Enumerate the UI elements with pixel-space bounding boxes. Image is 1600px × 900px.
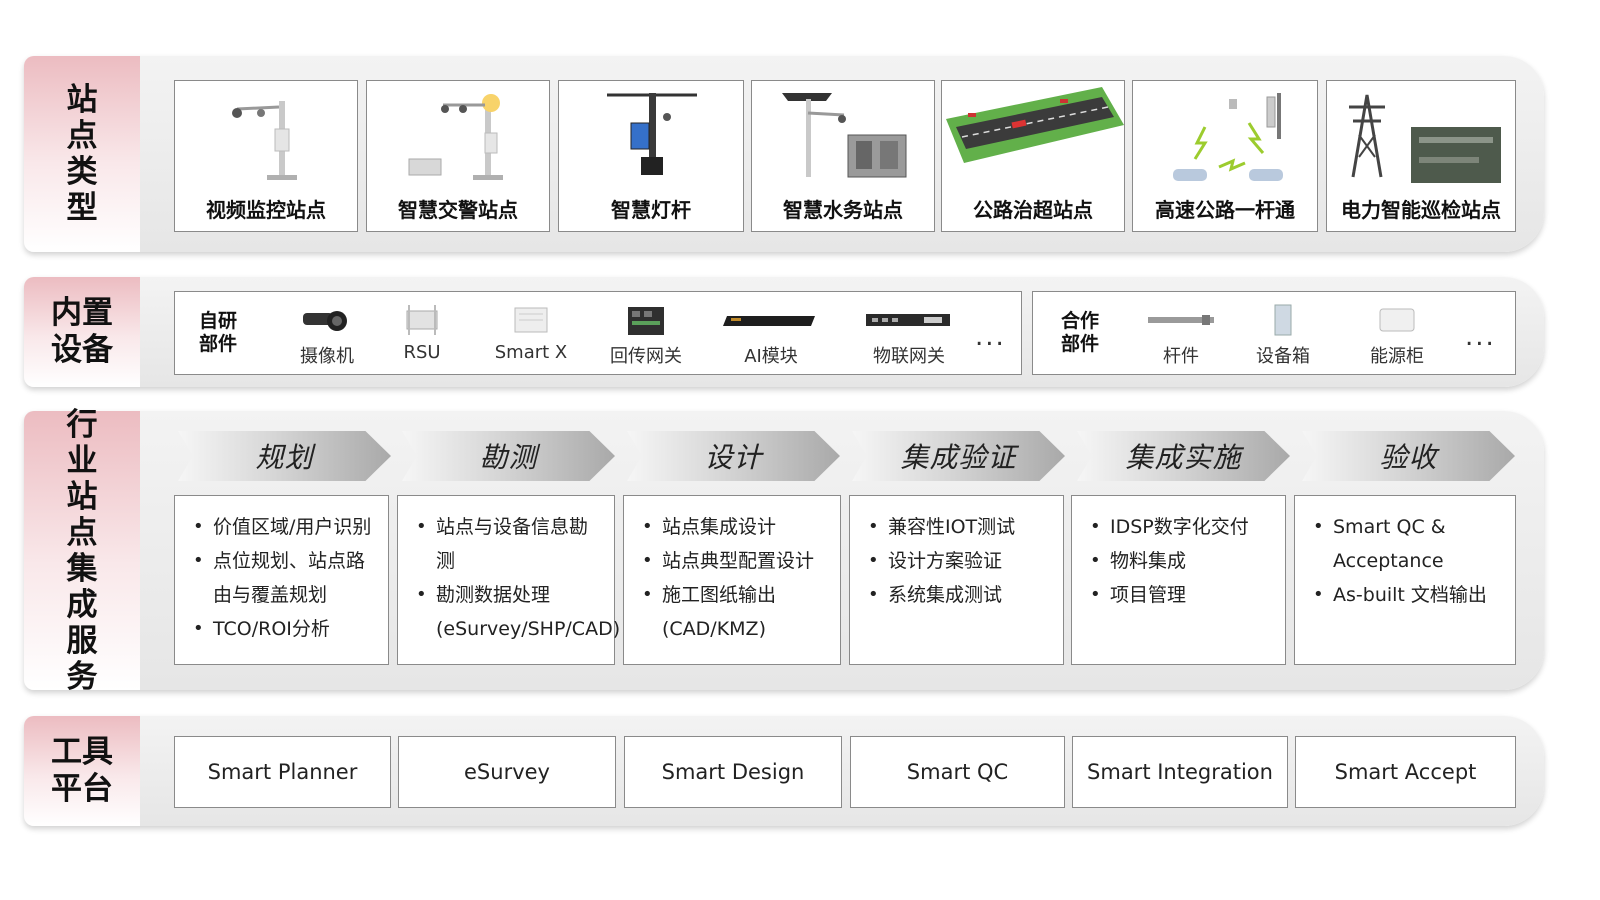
- list-item: 设计方案验证: [864, 544, 1053, 578]
- list-item: 施工图纸输出(CAD/KMZ): [638, 578, 830, 646]
- site-card-traffic[interactable]: 智慧交警站点: [366, 80, 550, 232]
- stage-chevron-plan[interactable]: 规划: [178, 431, 391, 481]
- list-item: 站点集成设计: [638, 510, 830, 544]
- water-station-icon: [782, 93, 907, 178]
- site-card-title: 智慧灯杆: [611, 198, 691, 222]
- list-item: 价值区域/用户识别: [189, 510, 378, 544]
- stage-chevron-design[interactable]: 设计: [627, 431, 840, 481]
- services-band: 行业站点集成服务 规划 勘测 设计 集成验证 集成实施 验收 价值区域/用户识别…: [24, 407, 1544, 695]
- stage-chevron-survey[interactable]: 勘测: [402, 431, 615, 481]
- iot-gateway-icon: [866, 314, 950, 326]
- list-item: IDSP数字化交付: [1086, 510, 1275, 544]
- device-ai-module[interactable]: AI模块: [721, 302, 821, 372]
- camera-icon: [303, 311, 347, 331]
- stage-chevron-implement[interactable]: 集成实施: [1077, 431, 1290, 481]
- site-card-water[interactable]: 智慧水务站点: [751, 80, 935, 232]
- list-item: 勘测数据处理(eSurvey/SHP/CAD): [412, 578, 620, 646]
- device-camera[interactable]: 摄像机: [287, 302, 367, 372]
- site-card-power[interactable]: 电力智能巡检站点: [1326, 80, 1516, 232]
- stage-chevron-accept[interactable]: 验收: [1302, 431, 1515, 481]
- site-card-video[interactable]: 视频监控站点: [174, 80, 358, 232]
- services-label: 行业站点集成服务: [24, 407, 140, 695]
- tool-smart-integration[interactable]: Smart Integration: [1072, 736, 1288, 808]
- stage-box-design: 站点集成设计 站点典型配置设计 施工图纸输出(CAD/KMZ): [623, 495, 841, 665]
- own-parts-more: ...: [975, 322, 1006, 352]
- own-parts-heading: 自研部件: [199, 310, 238, 355]
- tool-esurvey[interactable]: eSurvey: [398, 736, 616, 808]
- stage-box-implement: IDSP数字化交付 物料集成 项目管理: [1071, 495, 1286, 665]
- ai-module-icon: [723, 316, 815, 326]
- smart-lamp-pole-icon: [607, 93, 697, 175]
- highway-pole-icon: [1173, 93, 1283, 181]
- tool-smart-accept[interactable]: Smart Accept: [1295, 736, 1516, 808]
- highway-overload-icon: [946, 87, 1124, 163]
- site-card-title: 智慧水务站点: [783, 198, 903, 222]
- camera-pole-icon: [232, 101, 297, 180]
- site-card-title: 智慧交警站点: [398, 198, 518, 222]
- device-pole-part[interactable]: 杆件: [1143, 302, 1219, 372]
- site-card-title: 电力智能巡检站点: [1341, 198, 1501, 222]
- tool-smart-planner[interactable]: Smart Planner: [174, 736, 391, 808]
- list-item: As-built 文档输出: [1309, 578, 1505, 612]
- stage-chevron-verify[interactable]: 集成验证: [852, 431, 1065, 481]
- stage-box-survey: 站点与设备信息勘测 勘测数据处理(eSurvey/SHP/CAD): [397, 495, 620, 665]
- equipment-box-icon: [1274, 304, 1292, 336]
- device-smart-x[interactable]: Smart X: [481, 302, 581, 372]
- tools-label: 工具平台: [24, 716, 140, 826]
- list-item: 物料集成: [1086, 544, 1275, 578]
- stage-box-accept: Smart QC & Acceptance As-built 文档输出: [1294, 495, 1516, 665]
- device-rsu[interactable]: RSU: [387, 302, 457, 372]
- partner-parts-more: ...: [1465, 322, 1496, 352]
- site-card-highway-pole[interactable]: 高速公路一杆通: [1132, 80, 1318, 232]
- list-item: 系统集成测试: [864, 578, 1053, 612]
- traffic-pole-icon: [408, 94, 503, 180]
- list-item: 点位规划、站点路由与覆盖规划: [189, 544, 378, 612]
- list-item: 站点与设备信息勘测: [412, 510, 604, 578]
- gateway-icon: [628, 307, 664, 335]
- device-gateway[interactable]: 回传网关: [601, 302, 691, 372]
- site-card-title: 视频监控站点: [206, 198, 326, 222]
- list-item: 站点典型配置设计: [638, 544, 830, 578]
- site-card-title: 公路治超站点: [973, 198, 1093, 222]
- energy-cabinet-icon: [1379, 308, 1415, 332]
- tool-smart-design[interactable]: Smart Design: [624, 736, 842, 808]
- stage-box-verify: 兼容性IOT测试 设计方案验证 系统集成测试: [849, 495, 1064, 665]
- site-card-highway-overload[interactable]: 公路治超站点: [941, 80, 1125, 232]
- site-card-lamp[interactable]: 智慧灯杆: [558, 80, 744, 232]
- list-item: 项目管理: [1086, 578, 1275, 612]
- device-equipment-box[interactable]: 设备箱: [1245, 302, 1321, 372]
- device-iot-gateway[interactable]: 物联网关: [859, 302, 959, 372]
- stage-box-plan: 价值区域/用户识别 点位规划、站点路由与覆盖规划 TCO/ROI分析: [174, 495, 389, 665]
- own-parts-box: 自研部件 摄像机 RSU Smart X: [174, 291, 1022, 375]
- list-item: 兼容性IOT测试: [864, 510, 1053, 544]
- tools-band: 工具平台 Smart Planner eSurvey Smart Design …: [24, 716, 1544, 826]
- list-item: TCO/ROI分析: [189, 612, 378, 646]
- pole-part-icon: [1148, 315, 1214, 325]
- rsu-icon: [406, 305, 438, 335]
- site-types-label: 站点类型: [24, 56, 140, 252]
- power-tower-icon: [1349, 94, 1501, 183]
- partner-parts-heading: 合作部件: [1061, 310, 1100, 355]
- smart-x-icon: [514, 307, 548, 333]
- devices-label: 内置设备: [24, 277, 140, 387]
- list-item: Smart QC & Acceptance: [1309, 510, 1505, 578]
- devices-band: 内置设备 自研部件 摄像机 RSU Smart X: [24, 277, 1544, 387]
- site-card-title: 高速公路一杆通: [1155, 198, 1295, 222]
- site-types-band: 站点类型 视频监控站点 智慧交警站点: [24, 56, 1544, 252]
- device-energy-cabinet[interactable]: 能源柜: [1359, 302, 1435, 372]
- tool-smart-qc[interactable]: Smart QC: [850, 736, 1065, 808]
- partner-parts-box: 合作部件 杆件 设备箱 能源柜 ...: [1032, 291, 1516, 375]
